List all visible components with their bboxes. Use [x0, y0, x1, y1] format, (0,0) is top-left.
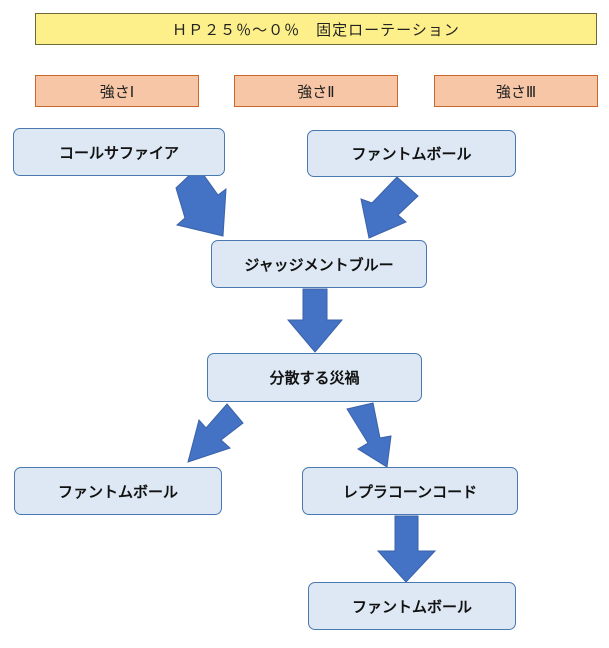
- arrow-coal-to-judgment: [175, 166, 227, 237]
- node-dispersed-disaster: 分散する災禍: [207, 353, 422, 402]
- node-phantom-ball-bottom: ファントムボール: [308, 582, 516, 630]
- diagram-title: ＨＰ２５％～０％ 固定ローテーション: [35, 13, 597, 45]
- strength-label-2: 強さⅡ: [234, 75, 398, 107]
- arrow-phantom-to-judgment: [360, 176, 419, 239]
- node-phantom-ball-top: ファントムボール: [307, 130, 516, 177]
- strength-label-3: 強さⅢ: [434, 75, 598, 107]
- arrow-judgment-to-dispersed: [286, 288, 344, 353]
- node-judgment-blue: ジャッジメントブルー: [211, 240, 427, 288]
- strength-label-1: 強さⅠ: [35, 75, 199, 107]
- arrow-leprechaun-to-phantom: [376, 515, 437, 583]
- node-phantom-ball-left: ファントムボール: [14, 467, 222, 515]
- arrow-dispersed-to-leprechaun: [346, 402, 392, 468]
- node-coal-sapphire: コールサファイア: [13, 128, 225, 176]
- node-leprechaun-code: レプラコーンコード: [302, 467, 518, 515]
- arrow-dispersed-to-phantom: [187, 403, 244, 463]
